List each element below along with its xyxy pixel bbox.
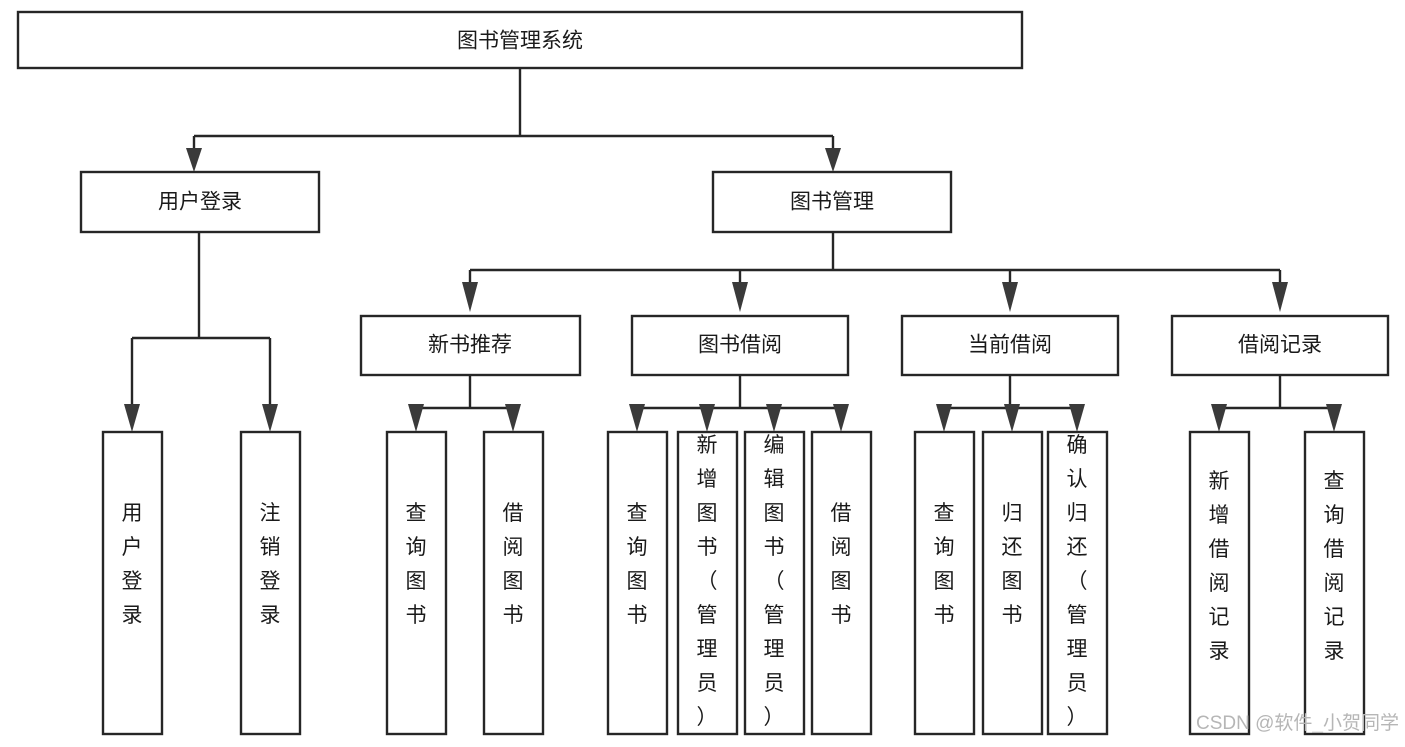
node-current-borrow[interactable]: 当前借阅 xyxy=(900,314,1120,377)
node-borrow-record[interactable]: 借阅记录 xyxy=(1170,314,1390,377)
connector-new-book-fanout xyxy=(414,375,515,424)
node-leaf-query-book-1-label: 查询图书 xyxy=(406,502,427,627)
arrow-to-leaf-borrow-book-1 xyxy=(505,404,521,432)
node-root[interactable]: 图书管理系统 xyxy=(16,10,1024,70)
node-leaf-query-book-1[interactable]: 查询图书 xyxy=(385,430,448,736)
node-book-borrow[interactable]: 图书借阅 xyxy=(630,314,850,377)
arrow-to-book-borrow xyxy=(732,282,748,312)
connector-borrow-record-fanout xyxy=(1217,375,1336,424)
connector-book-borrow-fanout xyxy=(635,375,843,424)
node-leaf-query-record[interactable]: 查询借阅记录 xyxy=(1303,430,1366,736)
node-leaf-query-book-2[interactable]: 查询图书 xyxy=(606,430,669,736)
node-book-management-label: 图书管理 xyxy=(790,191,874,214)
node-current-borrow-label: 当前借阅 xyxy=(968,334,1052,357)
node-leaf-query-book-3-box[interactable] xyxy=(913,430,976,736)
arrow-to-leaf-add-book xyxy=(699,404,715,432)
node-leaf-add-book-box[interactable] xyxy=(676,430,739,736)
node-leaf-edit-book-box[interactable] xyxy=(743,430,806,736)
node-leaf-add-record-label: 新增借阅记录 xyxy=(1209,470,1230,663)
node-leaf-borrow-book-1[interactable]: 借阅图书 xyxy=(482,430,545,736)
connector-root-to-level1-bus xyxy=(192,68,835,152)
arrow-to-current-borrow xyxy=(1002,282,1018,312)
node-leaf-edit-book-label: 编辑图书（管理员） xyxy=(764,434,785,729)
node-leaf-confirm-return[interactable]: 确认归还（管理员） xyxy=(1046,430,1109,736)
arrow-to-leaf-user-login xyxy=(124,404,140,432)
connector-user-login-fanout xyxy=(130,232,272,408)
node-leaf-edit-book[interactable]: 编辑图书（管理员） xyxy=(743,430,806,736)
node-leaf-borrow-book-2[interactable]: 借阅图书 xyxy=(810,430,873,736)
node-borrow-record-box[interactable] xyxy=(1170,314,1390,377)
arrow-to-leaf-query-book-3 xyxy=(936,404,952,432)
arrowhead-layer xyxy=(124,148,1342,432)
node-current-borrow-box[interactable] xyxy=(900,314,1120,377)
node-leaf-confirm-return-box[interactable] xyxy=(1046,430,1109,736)
node-leaf-user-login[interactable]: 用户登录 xyxy=(101,430,164,736)
node-root-box[interactable] xyxy=(16,10,1024,70)
node-new-book-recommend-box[interactable] xyxy=(359,314,582,377)
node-book-borrow-box[interactable] xyxy=(630,314,850,377)
node-book-management-box[interactable] xyxy=(711,170,953,234)
node-book-borrow-label: 图书借阅 xyxy=(698,334,782,357)
node-leaf-query-book-1-box[interactable] xyxy=(385,430,448,736)
watermark-label: CSDN @软件_小贺同学 xyxy=(1196,712,1399,734)
node-leaf-add-book[interactable]: 新增图书（管理员） xyxy=(676,430,739,736)
node-book-management[interactable]: 图书管理 xyxy=(711,170,953,234)
node-user-login-label: 用户登录 xyxy=(158,191,242,214)
node-leaf-query-book-2-label: 查询图书 xyxy=(627,502,648,627)
node-leaf-user-login-box[interactable] xyxy=(101,430,164,736)
node-leaf-confirm-return-label: 确认归还（管理员） xyxy=(1067,434,1088,729)
connector-level2-bus xyxy=(468,268,1282,286)
arrow-to-borrow-record xyxy=(1272,282,1288,312)
node-leaf-borrow-book-1-label: 借阅图书 xyxy=(503,502,524,627)
arrow-to-new-book-recommend xyxy=(462,282,478,312)
node-new-book-recommend[interactable]: 新书推荐 xyxy=(359,314,582,377)
node-leaf-query-record-box[interactable] xyxy=(1303,430,1366,736)
node-user-login[interactable]: 用户登录 xyxy=(79,170,321,234)
node-root-label: 图书管理系统 xyxy=(457,30,583,53)
node-leaf-add-record[interactable]: 新增借阅记录 xyxy=(1188,430,1251,736)
node-leaf-user-logout[interactable]: 注销登录 xyxy=(239,430,302,736)
arrow-to-leaf-edit-book xyxy=(766,404,782,432)
node-leaf-user-logout-box[interactable] xyxy=(239,430,302,736)
arrow-to-user-login xyxy=(186,148,202,172)
arrow-to-leaf-user-logout xyxy=(262,404,278,432)
arrow-to-leaf-return-book xyxy=(1004,404,1020,432)
node-leaf-query-book-3-label: 查询图书 xyxy=(934,502,955,627)
node-leaf-borrow-book-2-label: 借阅图书 xyxy=(831,502,852,627)
node-leaf-return-book-box[interactable] xyxy=(981,430,1044,736)
node-leaf-query-book-2-box[interactable] xyxy=(606,430,669,736)
node-new-book-recommend-label: 新书推荐 xyxy=(428,334,512,357)
node-leaf-return-book[interactable]: 归还图书 xyxy=(981,430,1044,736)
node-leaf-user-login-label: 用户登录 xyxy=(122,502,143,627)
arrow-to-leaf-query-book-1 xyxy=(408,404,424,432)
node-leaf-query-book-3[interactable]: 查询图书 xyxy=(913,430,976,736)
node-user-login-box[interactable] xyxy=(79,170,321,234)
node-leaf-borrow-book-1-box[interactable] xyxy=(482,430,545,736)
arrow-to-book-management xyxy=(825,148,841,172)
node-leaf-user-logout-label: 注销登录 xyxy=(260,502,281,627)
node-leaf-add-book-label: 新增图书（管理员） xyxy=(697,434,718,729)
arrow-to-leaf-confirm-return xyxy=(1069,404,1085,432)
node-leaf-borrow-book-2-box[interactable] xyxy=(810,430,873,736)
arrow-to-leaf-query-record xyxy=(1326,404,1342,432)
arrow-to-leaf-add-record xyxy=(1211,404,1227,432)
node-borrow-record-label: 借阅记录 xyxy=(1238,334,1322,357)
arrow-to-leaf-query-book-2 xyxy=(629,404,645,432)
arrow-to-leaf-borrow-book-2 xyxy=(833,404,849,432)
node-leaf-add-record-box[interactable] xyxy=(1188,430,1251,736)
node-leaf-return-book-label: 归还图书 xyxy=(1002,502,1023,627)
node-leaf-query-record-label: 查询借阅记录 xyxy=(1324,470,1345,663)
